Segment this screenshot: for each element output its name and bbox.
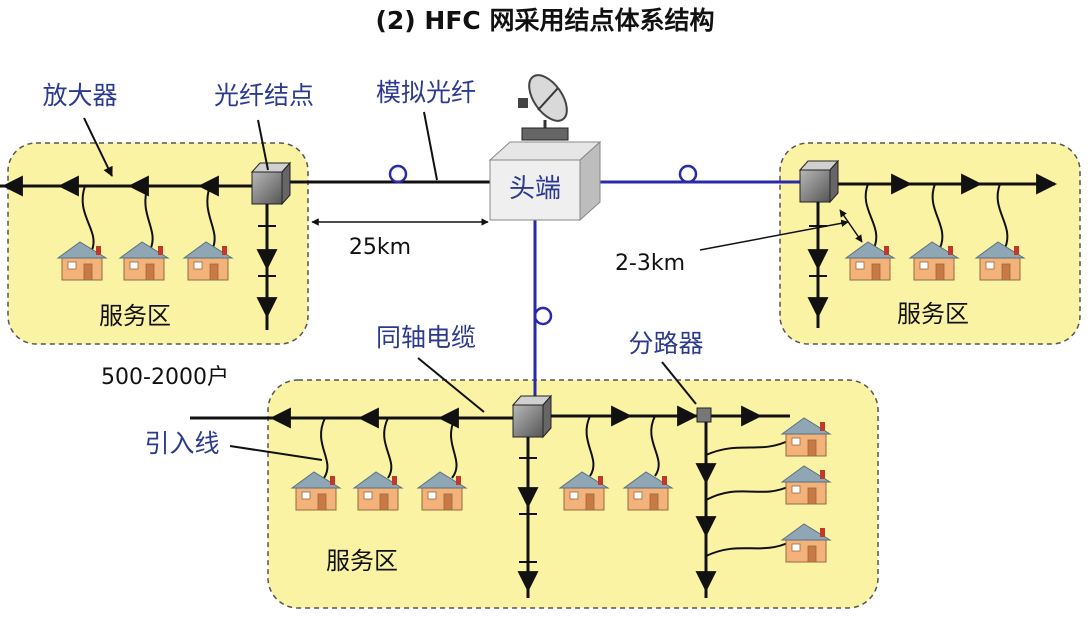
- fiber-node-label: 光纤结点: [214, 81, 314, 110]
- headend-label: 头端: [509, 174, 561, 204]
- headend-box: [488, 140, 602, 222]
- splitter-label: 分路器: [628, 329, 703, 358]
- splitter-box: [696, 407, 712, 423]
- fiber-loop-left: [388, 164, 408, 184]
- service-area-bottom-label: 服务区: [326, 547, 398, 575]
- analog-fiber-label: 模拟光纤: [376, 78, 476, 107]
- service-area-left-label: 服务区: [99, 302, 171, 330]
- distance-25km-label: 25km: [349, 235, 411, 260]
- fiber-loop-bottom: [533, 306, 553, 326]
- fiber-loop-right: [678, 164, 698, 184]
- service-area-right-label: 服务区: [897, 300, 969, 328]
- drop-line-label: 引入线: [144, 429, 219, 458]
- satellite-dish-icon: [518, 74, 569, 141]
- diagram-title: (2) HFC 网采用结点体系结构: [375, 6, 714, 35]
- fiber-node-bottom: [511, 394, 553, 439]
- households-label: 500-2000户: [101, 365, 229, 390]
- distance-2-3km-label: 2-3km: [615, 251, 685, 276]
- fiber-node-right: [798, 159, 840, 204]
- amplifier-label: 放大器: [42, 81, 117, 110]
- fiber-node-left: [250, 161, 292, 206]
- coax-cable-label: 同轴电缆: [376, 323, 476, 352]
